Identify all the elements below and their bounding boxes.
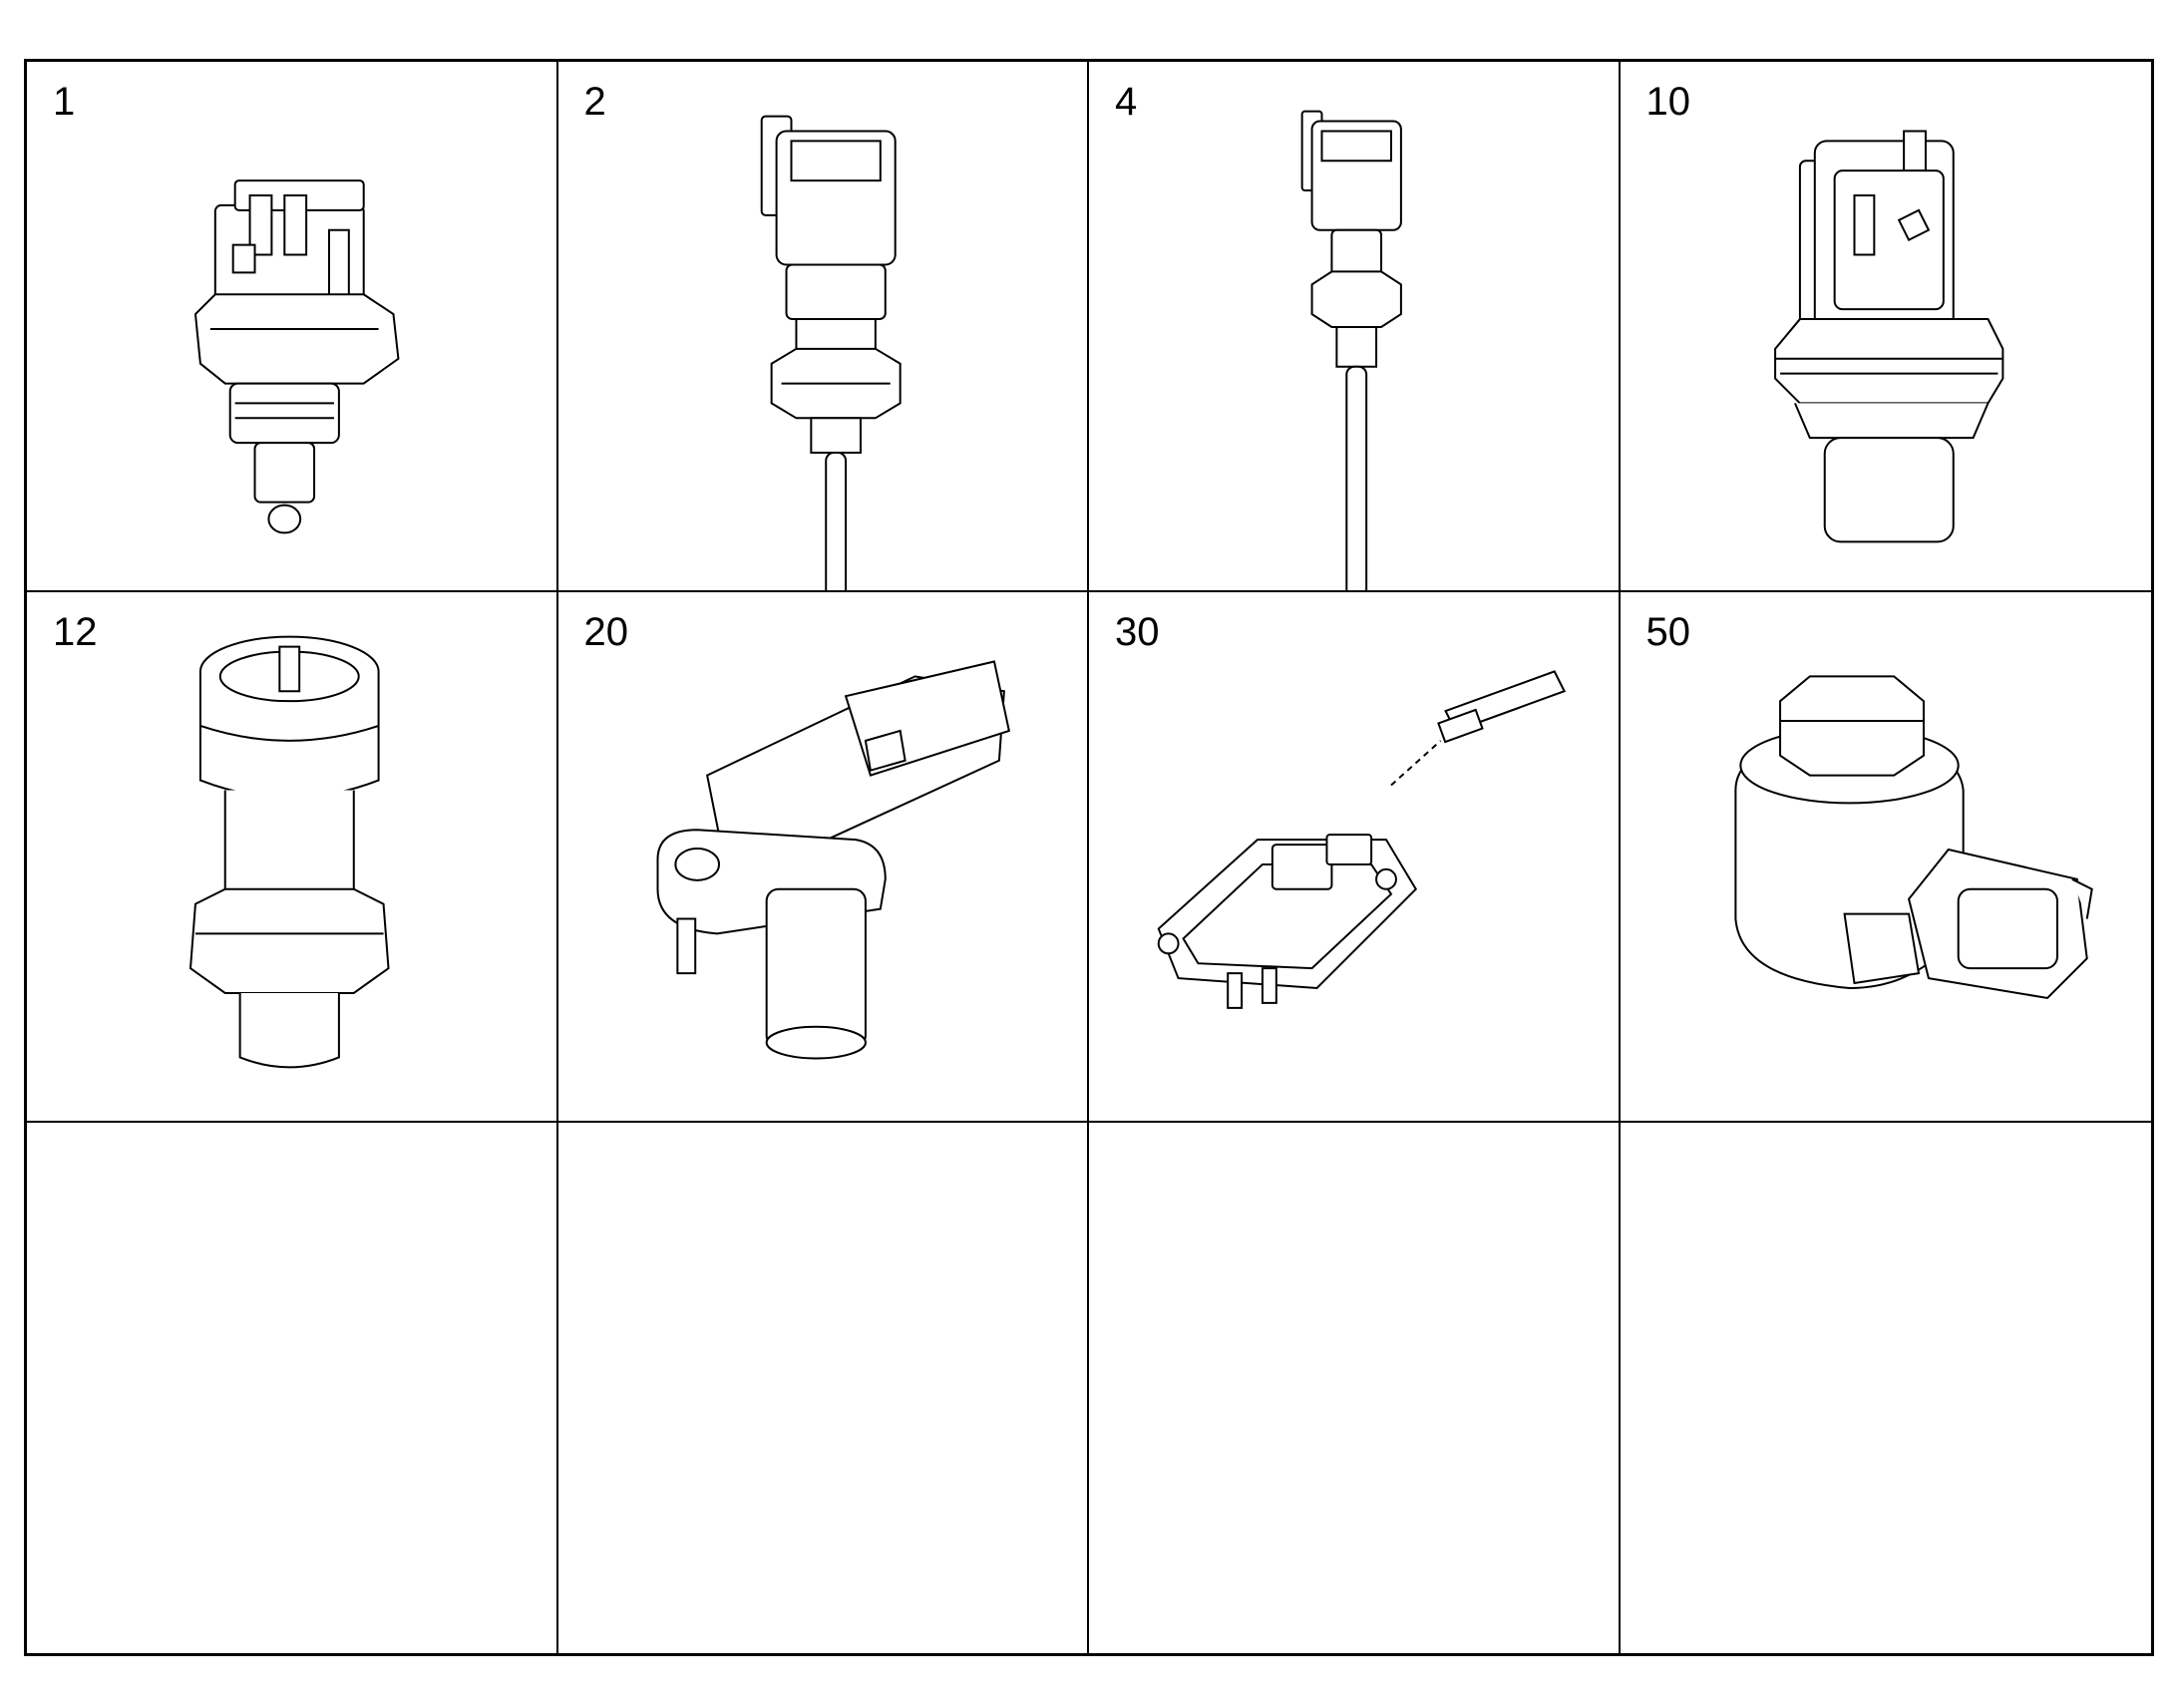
grid-cell-20: 20 [557,592,1089,1123]
item-number: 4 [1115,80,1138,124]
speed-sensor-icon [558,592,1088,1121]
long-probe-sensor-icon [1089,62,1619,590]
item-number: 20 [583,610,629,654]
item-number: 1 [53,80,76,124]
grid-cell-empty [27,1123,558,1653]
nox-sensor-module-icon [1089,592,1619,1121]
grid-cell-10: 10 [1620,62,2152,592]
grid-cell-1: 1 [27,62,558,592]
pressure-sensor-icon [1621,62,2152,590]
knock-sensor-icon [1621,592,2152,1121]
item-number: 30 [1115,610,1160,654]
grid-cell-empty [1089,1123,1621,1653]
item-number: 2 [583,80,606,124]
grid-cell-4: 4 [1089,62,1621,592]
item-number: 10 [1645,80,1691,124]
grid-cell-2: 2 [557,62,1089,592]
grid-cell-empty [558,1123,1089,1653]
cylindrical-pressure-sensor-icon [27,592,556,1121]
item-number: 50 [1645,610,1691,654]
grid-cell-empty [1621,1123,2152,1653]
temperature-sensor-icon [27,62,556,590]
item-number: 12 [53,610,98,654]
grid-cell-50: 50 [1620,592,2152,1123]
probe-temperature-sensor-icon [558,62,1088,590]
grid-cell-30: 30 [1089,592,1621,1123]
grid-cell-12: 12 [27,592,558,1123]
parts-grid: 1 2 [24,59,2154,1656]
